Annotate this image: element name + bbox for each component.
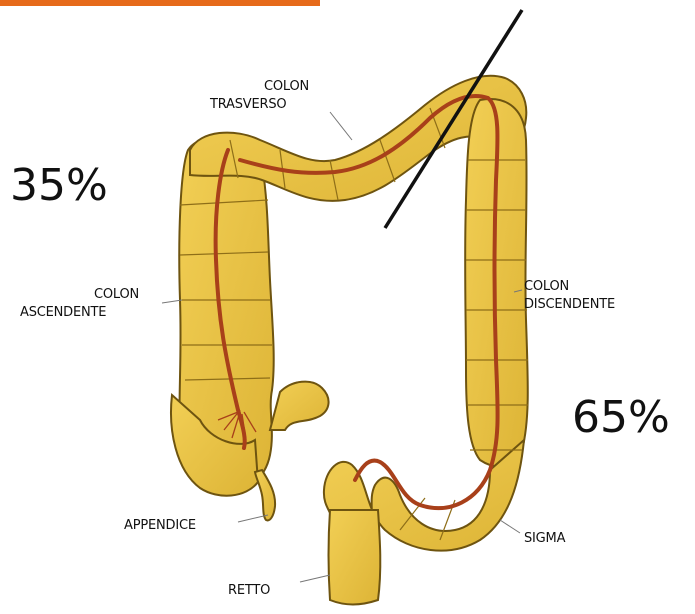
label-retto: RETTO bbox=[228, 583, 270, 598]
ileum-stub bbox=[270, 382, 329, 430]
label-colon-ascendente-line1: COLON bbox=[94, 287, 139, 302]
label-sigma: SIGMA bbox=[524, 531, 566, 546]
top-header-fragment bbox=[0, 0, 320, 6]
label-appendice: APPENDICE bbox=[124, 518, 196, 533]
label-colon-trasverso-line2: TRASVERSO bbox=[209, 97, 286, 112]
label-colon-trasverso-line1: COLON bbox=[264, 79, 309, 94]
percentage-left: 35% bbox=[10, 160, 108, 211]
label-colon-discendente-line2: DISCENDENTE bbox=[524, 297, 615, 312]
appendice-segment bbox=[255, 470, 275, 520]
retto-segment bbox=[329, 510, 381, 605]
percentage-right: 65% bbox=[572, 392, 670, 443]
label-colon-ascendente-line2: ASCENDENTE bbox=[20, 305, 106, 320]
label-colon-discendente-line1: COLON bbox=[524, 279, 569, 294]
